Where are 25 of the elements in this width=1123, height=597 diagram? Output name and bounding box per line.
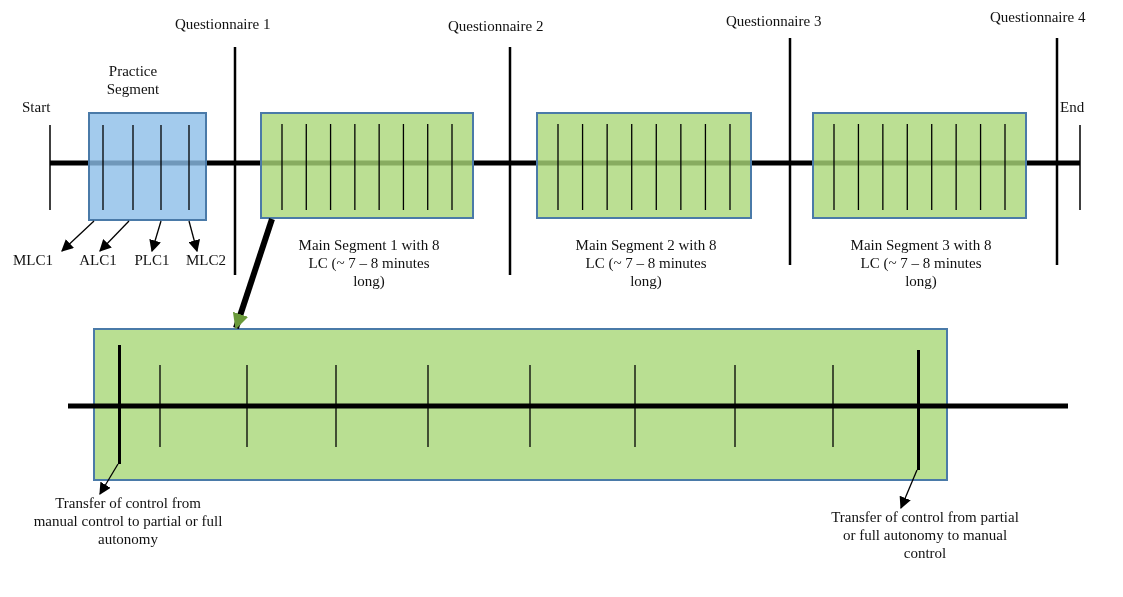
arrow (61, 220, 95, 252)
segment-caption: Main Segment 2 with 8 LC (~ 7 – 8 minutes long) (574, 236, 718, 290)
segment-heading: Practice Segment (105, 62, 161, 98)
arrow (188, 220, 200, 253)
questionnaire-label: Questionnaire 3 (726, 12, 822, 30)
expanded-segment-box (93, 328, 948, 481)
arrow (149, 220, 162, 253)
lane-change-label: MLC1 (10, 251, 56, 269)
questionnaire-label: Questionnaire 1 (175, 15, 271, 33)
expansion-arrow (232, 218, 275, 330)
lane-change-label: MLC2 (183, 251, 229, 269)
arrow (99, 220, 130, 252)
questionnaire-label: Questionnaire 2 (448, 17, 544, 35)
lane-change-label: ALC1 (75, 251, 121, 269)
transfer-marker (118, 345, 121, 464)
lane-change-label: PLC1 (129, 251, 175, 269)
annotation-text: Transfer of control from partial or full autonomy to manual control (830, 508, 1020, 596)
timeline-label: Start (22, 98, 51, 116)
arrow (99, 463, 119, 496)
annotation-text: Transfer of control from manual control to partial or full autonomy (33, 494, 223, 584)
segment-caption: Main Segment 3 with 8 LC (~ 7 – 8 minutes long) (849, 236, 993, 290)
transfer-marker (917, 350, 920, 470)
questionnaire-label: Questionnaire 4 (990, 8, 1086, 26)
segment-caption: Main Segment 1 with 8 LC (~ 7 – 8 minutes long) (297, 236, 441, 290)
timeline-label: End (1060, 98, 1085, 116)
